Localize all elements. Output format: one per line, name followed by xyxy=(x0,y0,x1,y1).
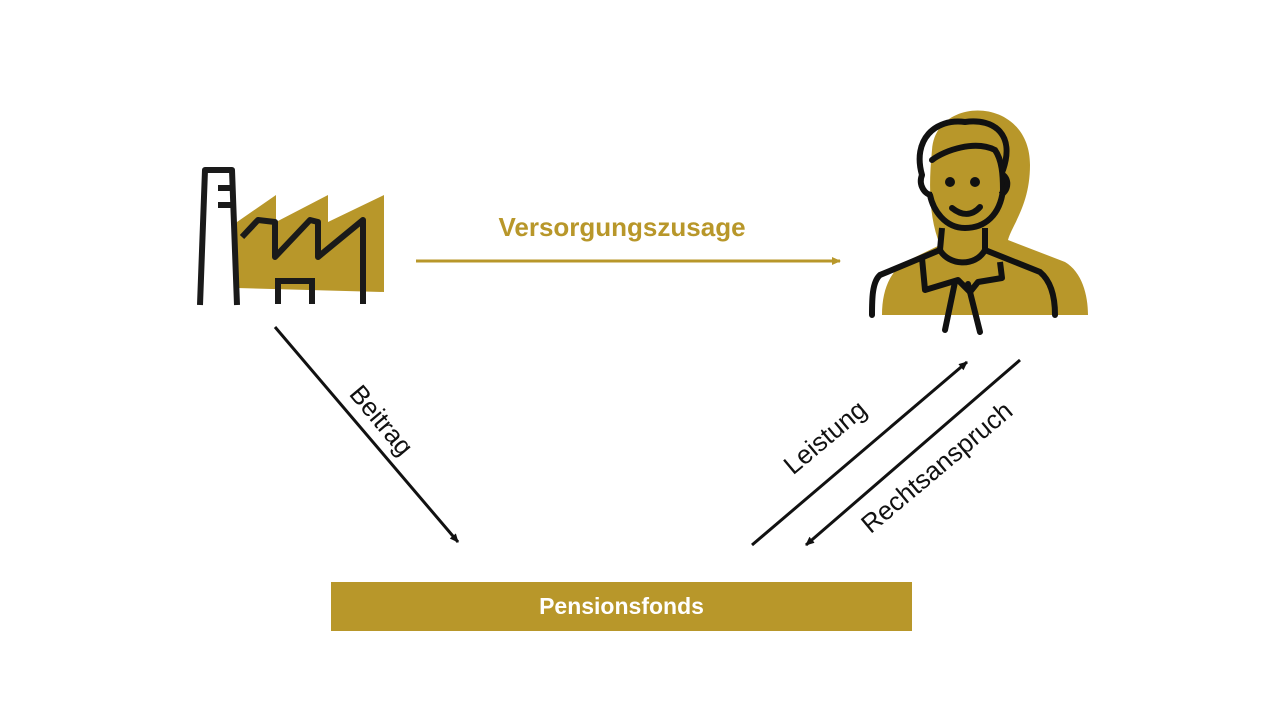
contribution-arrow xyxy=(273,326,460,543)
pension-fund-label: Pensionsfonds xyxy=(539,593,704,619)
claim-arrow xyxy=(805,358,1021,547)
promise-label: Versorgungszusage xyxy=(498,212,746,242)
pension-fund-box: Pensionsfonds xyxy=(331,582,912,631)
person-icon xyxy=(869,110,1088,335)
factory-icon xyxy=(197,167,384,306)
benefit-arrow xyxy=(751,360,968,547)
